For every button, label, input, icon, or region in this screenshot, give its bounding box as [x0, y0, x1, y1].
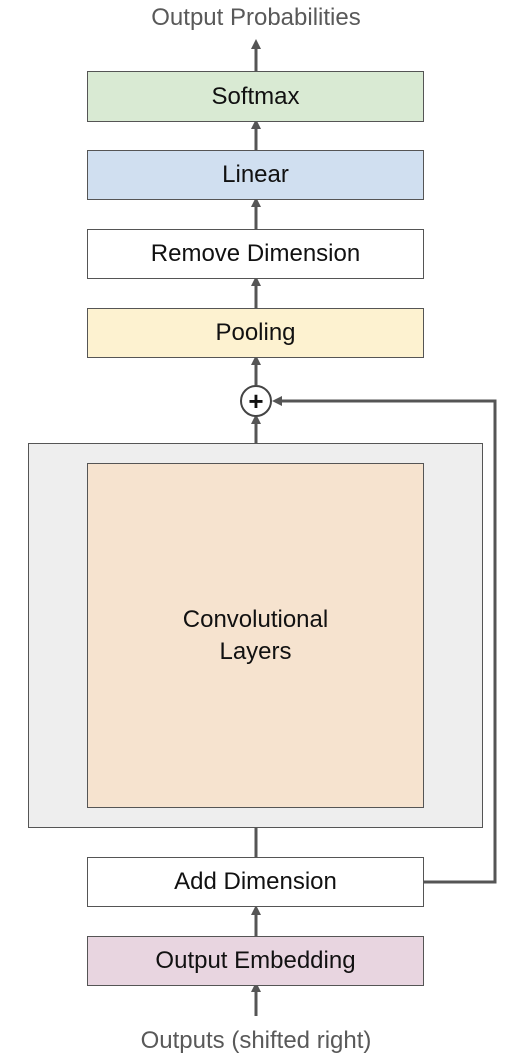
remove-dimension-block: Remove Dimension	[87, 229, 424, 279]
residual-connection	[272, 396, 497, 884]
output-probabilities-label: Output Probabilities	[151, 4, 361, 31]
residual-add-node: +	[240, 385, 272, 417]
pooling-label: Pooling	[215, 319, 296, 346]
outputs-shifted-right-label: Outputs (shifted right)	[140, 1027, 372, 1054]
softmax-label: Softmax	[211, 82, 300, 110]
remove-dimension-label: Remove Dimension	[150, 240, 361, 267]
plus-symbol: +	[248, 386, 264, 416]
softmax-block: Softmax	[87, 71, 424, 122]
output-embedding-block: Output Embedding	[87, 936, 424, 986]
conv-label-line1: Convolutional	[182, 605, 329, 633]
output-embedding-label: Output Embedding	[155, 947, 356, 974]
conv-label-line2: Layers	[219, 637, 292, 665]
linear-label: Linear	[222, 161, 289, 188]
convolutional-layers-block: Convolutional Layers	[87, 463, 424, 808]
linear-block: Linear	[87, 150, 424, 200]
add-dimension-label: Add Dimension	[174, 868, 337, 895]
add-dimension-block: Add Dimension	[87, 857, 424, 907]
pooling-block: Pooling	[87, 308, 424, 358]
